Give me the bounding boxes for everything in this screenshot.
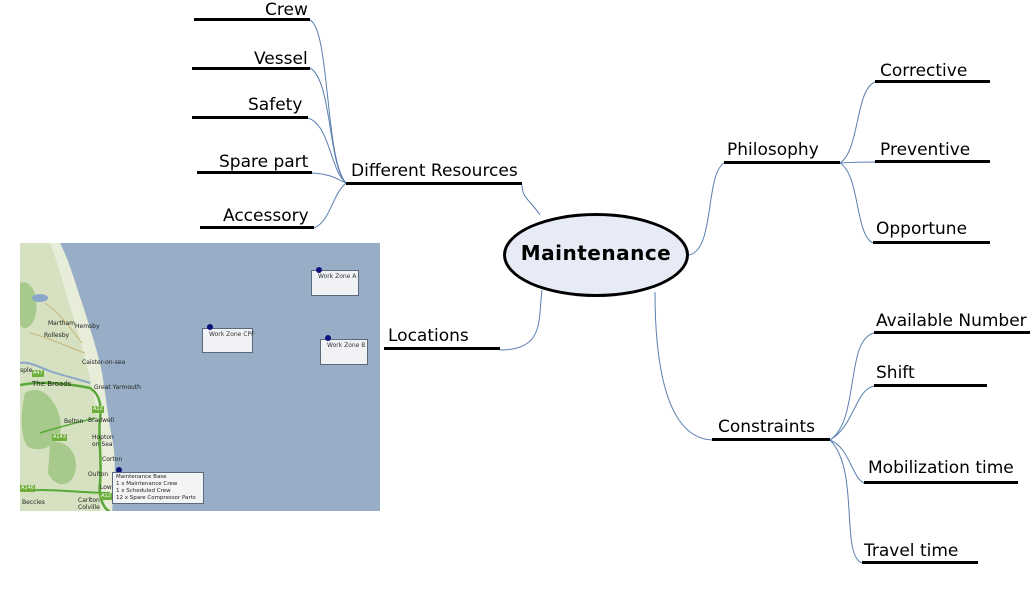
resource-safety: Safety [248, 95, 303, 115]
philosophy-underline [724, 161, 840, 164]
resource-safety-underline [192, 116, 308, 119]
road-shield: A12 [92, 406, 104, 413]
maintenance-base-line: 1 x Maintenance Crew [116, 481, 178, 487]
road-shield: A146 [20, 485, 35, 492]
philosophy-preventive: Preventive [880, 140, 971, 160]
resource-crew-underline [194, 18, 310, 21]
link-constraints-mobilization [829, 439, 865, 484]
maintenance-base-box: Maintenance Base 1 x Maintenance Crew 1 … [112, 472, 204, 504]
maintenance-base-line: 1 x Scheduled Crew [116, 488, 171, 494]
road-shield: A12 [100, 493, 112, 500]
constraint-available-number-underline [874, 331, 1030, 334]
constraints-label: Constraints [718, 417, 815, 437]
work-zone-a-marker-icon [316, 267, 322, 273]
philosophy-opportune: Opportune [876, 219, 968, 239]
work-zone-b-marker-icon [325, 335, 331, 341]
resources-label: Different Resources [351, 161, 518, 181]
resource-vessel: Vessel [254, 49, 308, 69]
link-constraints-available [829, 332, 875, 441]
map-place: Corton [102, 456, 123, 463]
link-philosophy-opportune [839, 162, 874, 244]
link-philosophy-corrective [839, 81, 876, 164]
map-place: Beccles [22, 499, 45, 506]
map-place: sple [20, 367, 33, 374]
link-constraints-travel [829, 439, 863, 564]
link-center-locations [499, 289, 543, 351]
map-place: Martham [48, 320, 75, 327]
constraint-travel-time: Travel time [864, 541, 959, 561]
center-node-label: Maintenance [520, 241, 672, 265]
work-zone-a: Work Zone A [311, 270, 359, 296]
constraint-shift-underline [874, 384, 987, 387]
link-center-philosophy [688, 162, 725, 256]
constraint-available-number: Available Number [876, 311, 1027, 331]
road-shield: A143 [52, 434, 67, 441]
philosophy-preventive-underline [875, 160, 990, 163]
constraints-underline [712, 438, 830, 441]
resource-vessel-underline [192, 67, 310, 70]
map-place: Rollesby [44, 332, 70, 339]
resource-spare-part: Spare part [219, 152, 309, 172]
resource-accessory-underline [200, 226, 314, 229]
map-place: Great Yarmouth [94, 384, 141, 391]
philosophy-opportune-underline [873, 241, 990, 244]
link-center-resources [521, 184, 541, 216]
map-place: Belton [64, 418, 84, 425]
link-constraints-shift [829, 385, 875, 441]
link-resources-vessel [309, 67, 347, 184]
map-graphic [20, 243, 380, 511]
map-place: The Broads [32, 380, 72, 388]
resource-accessory: Accessory [223, 206, 309, 226]
constraint-travel-time-underline [862, 561, 978, 564]
locations-label: Locations [388, 326, 469, 346]
map-place: Caister-on-sea [82, 359, 126, 366]
map-place: Hopton on Sea [92, 434, 114, 448]
philosophy-corrective: Corrective [880, 61, 968, 81]
link-resources-sparepart [311, 172, 347, 184]
location-map: Martham Hemsby Rollesby Caister-on-sea T… [20, 243, 380, 511]
work-zone-cpf: Work Zone CPF [202, 328, 255, 353]
map-place: Hemsby [75, 323, 100, 330]
constraint-mobilization-time: Mobilization time [868, 458, 1014, 478]
constraint-shift: Shift [876, 363, 915, 383]
resource-crew: Crew [265, 0, 308, 20]
maintenance-base-line: 12 x Spare Compressor Parts [116, 495, 196, 501]
resources-underline [346, 182, 522, 185]
link-philosophy-preventive [839, 161, 876, 164]
link-resources-accessory [313, 182, 347, 229]
maintenance-base-marker-icon [116, 467, 122, 473]
link-resources-safety [307, 117, 347, 184]
map-place: Carlton Colville [78, 497, 100, 511]
link-center-constraints [654, 291, 715, 441]
locations-underline [384, 347, 500, 350]
map-place: Bradwell [88, 417, 115, 424]
resource-spare-part-underline [197, 171, 312, 174]
work-zone-b: Work Zone B [320, 339, 368, 365]
link-resources-crew [309, 19, 347, 184]
constraint-mobilization-time-underline [864, 481, 1018, 484]
work-zone-cpf-marker-icon [207, 324, 213, 330]
center-node [503, 213, 689, 297]
philosophy-corrective-underline [875, 80, 990, 83]
philosophy-label: Philosophy [727, 140, 819, 160]
maintenance-base-title: Maintenance Base [116, 474, 167, 480]
road-shield: A47 [32, 370, 44, 377]
map-place: Oulton [88, 471, 109, 478]
